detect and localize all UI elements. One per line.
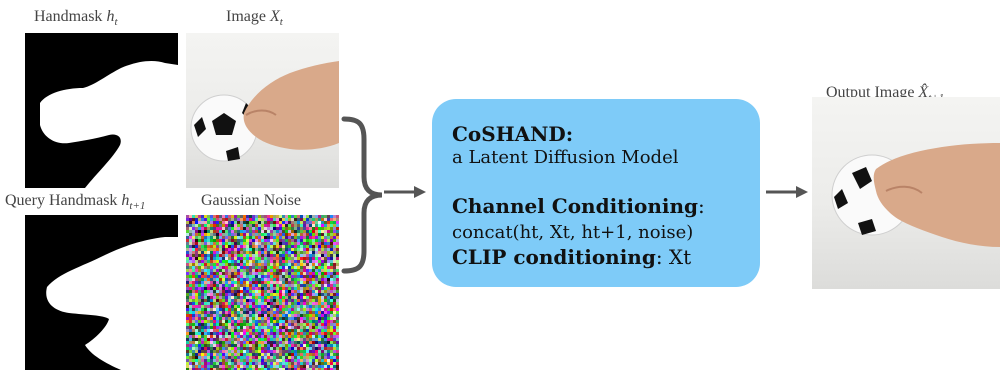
query-handmask-label: Query Handmask ht+1 bbox=[5, 192, 146, 213]
arrow-to-model bbox=[384, 186, 426, 198]
noise-label: Gaussian Noise bbox=[201, 192, 301, 209]
channel-conditioning-title: Channel Conditioning bbox=[452, 194, 699, 218]
input-photo bbox=[186, 33, 339, 188]
handmask-image bbox=[25, 33, 178, 188]
channel-conditioning-value: concat(ht, Xt, ht+1, noise) bbox=[452, 222, 694, 243]
hand-icon bbox=[243, 61, 339, 150]
query-handmask-image bbox=[25, 215, 178, 370]
clip-conditioning-title: CLIP conditioning bbox=[452, 245, 656, 269]
output-photo bbox=[812, 97, 1000, 289]
handmask-label: Handmask ht bbox=[34, 8, 118, 29]
hand-silhouette-icon bbox=[40, 60, 178, 188]
channel-conditioning-colon: : bbox=[698, 194, 705, 218]
clip-conditioning: CLIP conditioning: Xt bbox=[452, 245, 691, 269]
soccer-ball-icon bbox=[190, 94, 258, 162]
model-subtitle: a Latent Diffusion Model bbox=[452, 147, 679, 168]
model-title: CoSHAND: bbox=[452, 122, 574, 146]
curly-brace bbox=[341, 116, 383, 274]
hand-icon bbox=[873, 143, 1000, 247]
hand-silhouette-icon bbox=[46, 237, 178, 370]
arrow-to-output bbox=[766, 186, 808, 198]
model-box bbox=[432, 99, 760, 287]
channel-conditioning: Channel Conditioning: bbox=[452, 194, 705, 218]
image-label: Image Xt bbox=[226, 8, 283, 29]
clip-conditioning-value: : Xt bbox=[655, 245, 692, 269]
gaussian-noise-image bbox=[186, 215, 339, 370]
